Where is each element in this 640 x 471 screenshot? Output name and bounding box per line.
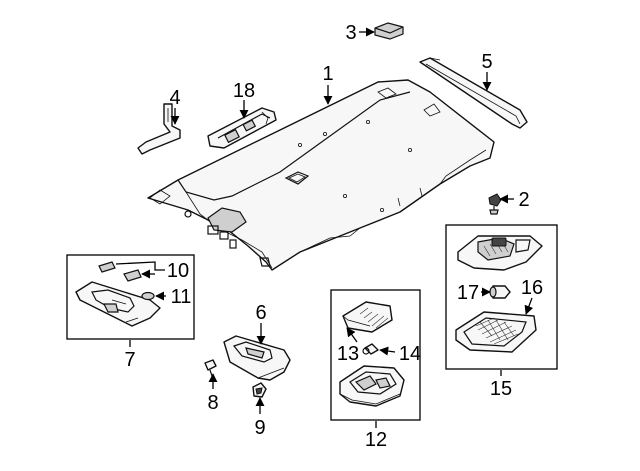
callout-2: 2 (518, 189, 529, 211)
callout-3: 3 (345, 22, 356, 44)
callout-18: 18 (233, 80, 255, 102)
visor-clip-part (252, 382, 267, 398)
callout-15: 15 (490, 378, 512, 400)
callout-17: 17 (457, 282, 479, 304)
headliner-part (147, 79, 495, 271)
control-housing-part (207, 107, 277, 149)
leader-14 (379, 346, 396, 356)
leader-10 (115, 261, 165, 271)
dome-lamp-housing-part (457, 235, 543, 271)
lamp-lens-part (141, 291, 155, 301)
callout-9: 9 (254, 417, 265, 439)
leader-16 (524, 297, 534, 315)
callout-4: 4 (169, 87, 180, 109)
callout-5: 5 (481, 51, 492, 73)
callout-10: 10 (167, 260, 189, 282)
callout-11: 11 (171, 286, 192, 308)
bracket-part (137, 103, 181, 155)
trim-strip-part (419, 57, 528, 129)
callout-16: 16 (521, 277, 543, 299)
dome-lamp-lens-part (455, 311, 537, 353)
map-lamp-housing-part (339, 365, 405, 407)
callout-12: 12 (365, 429, 387, 451)
group-box-12 (330, 289, 421, 421)
callout-8: 8 (207, 392, 218, 414)
callout-6: 6 (255, 302, 266, 324)
leader-13 (346, 327, 358, 343)
callout-14: 14 (399, 343, 421, 365)
pad-part (374, 22, 404, 40)
callout-1: 1 (322, 63, 333, 85)
callout-7: 7 (124, 349, 135, 371)
callout-13: 13 (337, 343, 359, 365)
map-lamp-lens-part (342, 301, 393, 333)
holder-part (204, 359, 217, 377)
group-box-15 (445, 224, 558, 370)
dome-lamp-bulb-part (489, 285, 511, 299)
sun-visor-rh-part (223, 335, 291, 381)
map-lamp-bulb-part (362, 343, 379, 355)
vanity-mirror-part (98, 261, 142, 282)
group-box-7 (66, 254, 195, 340)
sun-visor-lh-part (75, 281, 161, 327)
clip-part (488, 193, 502, 215)
